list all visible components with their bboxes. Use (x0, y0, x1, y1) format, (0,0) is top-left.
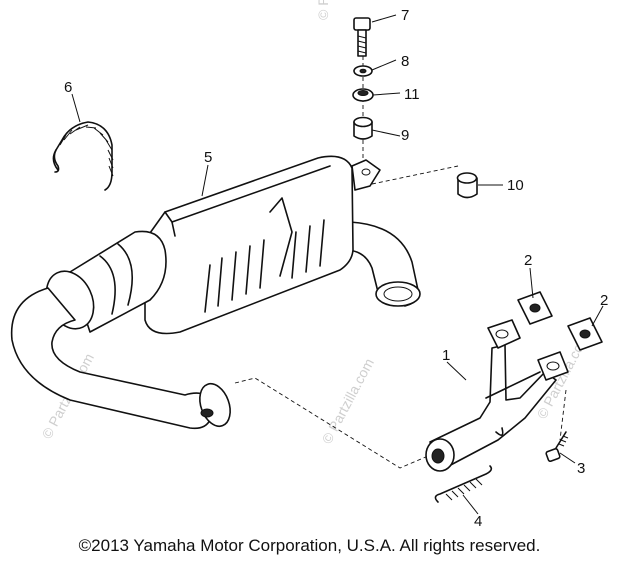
callout-11: 11 (404, 86, 420, 103)
bolt-part-3 (545, 431, 569, 462)
spring-part-4 (434, 465, 493, 503)
callout-5: 5 (204, 149, 212, 166)
callout-labels: 7 8 11 9 10 5 6 2 2 1 3 4 (64, 7, 608, 530)
exhaust-header-part-1 (425, 319, 569, 472)
callout-3: 3 (577, 460, 585, 477)
bolt-stack (352, 17, 374, 140)
callout-1: 1 (442, 347, 450, 364)
callout-2-left: 2 (524, 252, 532, 269)
leader-lines (71, 14, 604, 515)
gasket-part-2-right (567, 317, 603, 351)
callout-6: 6 (64, 79, 72, 96)
callout-7: 7 (401, 7, 409, 24)
callout-4: 4 (474, 513, 482, 530)
muffler-part-5 (45, 155, 421, 335)
callout-2-right: 2 (600, 292, 608, 309)
callout-9: 9 (401, 127, 409, 144)
watermark-top: © Partzilla.com (315, 0, 331, 20)
copyright-notice: ©2013 Yamaha Motor Corporation, U.S.A. A… (78, 536, 541, 555)
gasket-part-2-left (517, 291, 553, 325)
front-pipe (10, 287, 231, 430)
spring-part-6 (52, 121, 114, 191)
damper-part-10 (456, 172, 478, 199)
callout-10: 10 (507, 177, 524, 194)
callout-8: 8 (401, 53, 409, 70)
bolt-head-7 (353, 17, 371, 31)
watermark-middle: © Partzilla.com (319, 356, 377, 447)
